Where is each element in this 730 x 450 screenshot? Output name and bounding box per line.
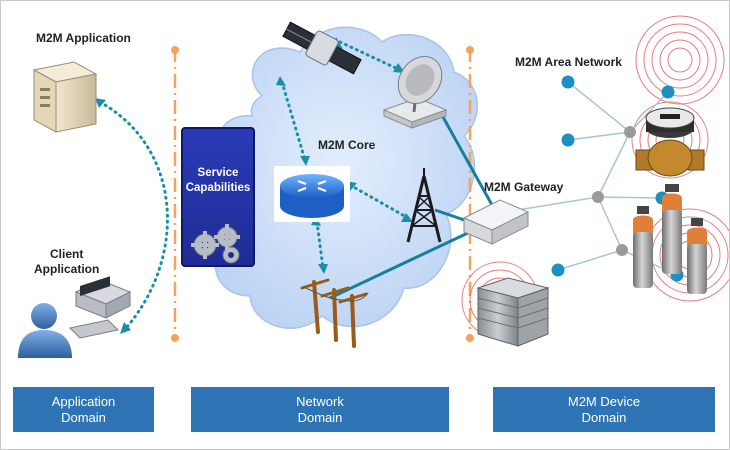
divider-left-top-dot: [171, 46, 179, 54]
device-domain-line-1: M2M Device: [567, 393, 641, 409]
satellite-dish-icon: [382, 56, 448, 129]
application-domain-line-2: Domain: [61, 409, 106, 425]
m2m-gateway-label: M2M Gateway: [484, 180, 564, 194]
network-domain-box: Network Domain: [191, 387, 449, 432]
area-hub: [624, 126, 636, 138]
divider-right-bottom-dot: [466, 334, 474, 342]
network-domain-line-1: Network: [296, 393, 344, 409]
m2m-area-network-label: M2M Area Network: [515, 55, 622, 69]
router-icon: [274, 166, 350, 222]
divider-left-bottom-dot: [171, 334, 179, 342]
satellite-icon: [282, 21, 362, 75]
m2m-core-label: M2M Core: [318, 138, 376, 152]
client-application-label: Client Application: [34, 247, 99, 277]
service-capabilities-label: Service Capabilities: [183, 166, 253, 196]
m2m-application-label: M2M Application: [36, 31, 131, 45]
area-hub: [616, 244, 628, 256]
area-node: [661, 85, 675, 99]
divider-right-top-dot: [466, 46, 474, 54]
gas-cylinder-icon: [633, 184, 707, 294]
area-node: [561, 133, 575, 147]
computer-user-icon: [18, 276, 132, 358]
application-domain-line-1: Application: [51, 393, 116, 409]
dotted-links: [98, 40, 410, 330]
area-hub: [592, 191, 604, 203]
application-domain-box: Application Domain: [13, 387, 154, 432]
area-network-links: [504, 81, 678, 276]
service-capabilities-line-1: Service: [197, 167, 239, 179]
power-pole-icon: [300, 278, 369, 348]
client-application-line-2: Application: [34, 262, 100, 276]
cell-tower-icon: [406, 168, 442, 243]
service-capabilities-box: Service Capabilities: [181, 127, 255, 267]
area-node: [551, 263, 565, 277]
client-application-line-1: Client: [50, 247, 84, 261]
gear-icon: [191, 224, 240, 264]
server-icon: [32, 61, 98, 133]
device-domain-box: M2M Device Domain: [493, 387, 715, 432]
gateway-icon: [462, 199, 530, 245]
building-icon: [476, 277, 550, 347]
service-capabilities-line-2: Capabilities: [185, 182, 251, 194]
water-meter-icon: [635, 107, 705, 177]
area-node: [561, 75, 575, 89]
network-domain-line-2: Domain: [297, 409, 343, 425]
device-domain-line-2: Domain: [581, 409, 627, 425]
